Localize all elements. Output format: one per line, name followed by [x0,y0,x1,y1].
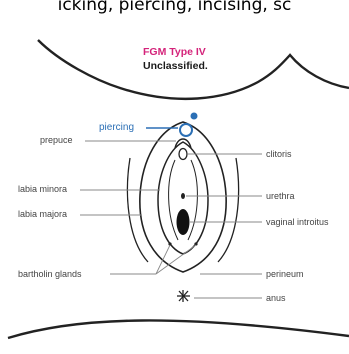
diagram-title: FGM Type IV [143,47,206,58]
label-bartholin-glands: bartholin glands [18,270,82,279]
diagram-subtitle: Unclassified. [143,61,208,72]
inner-fold-left [169,160,178,240]
label-labia-minora: labia minora [18,185,67,194]
label-clitoris: clitoris [266,150,292,159]
label-urethra: urethra [266,192,295,201]
inner-fold-right [188,160,197,240]
piercing-ring [180,124,192,136]
thigh-crease-left [127,158,148,262]
label-piercing: piercing [99,123,134,133]
clitoris-shape [179,149,187,160]
piercing-bead [191,113,198,120]
leader-bartholin-left [156,245,170,274]
label-anus: anus [266,294,286,303]
vaginal-introitus-shape [177,209,190,235]
urethra-shape [181,193,185,199]
label-prepuce: prepuce [40,136,73,145]
label-perineum: perineum [266,270,304,279]
thigh-crease-right [218,158,239,262]
anus-shape [177,290,190,302]
lower-body-outline [8,320,349,338]
label-vaginal-introitus: vaginal introitus [266,218,329,227]
label-labia-majora: labia majora [18,210,67,219]
